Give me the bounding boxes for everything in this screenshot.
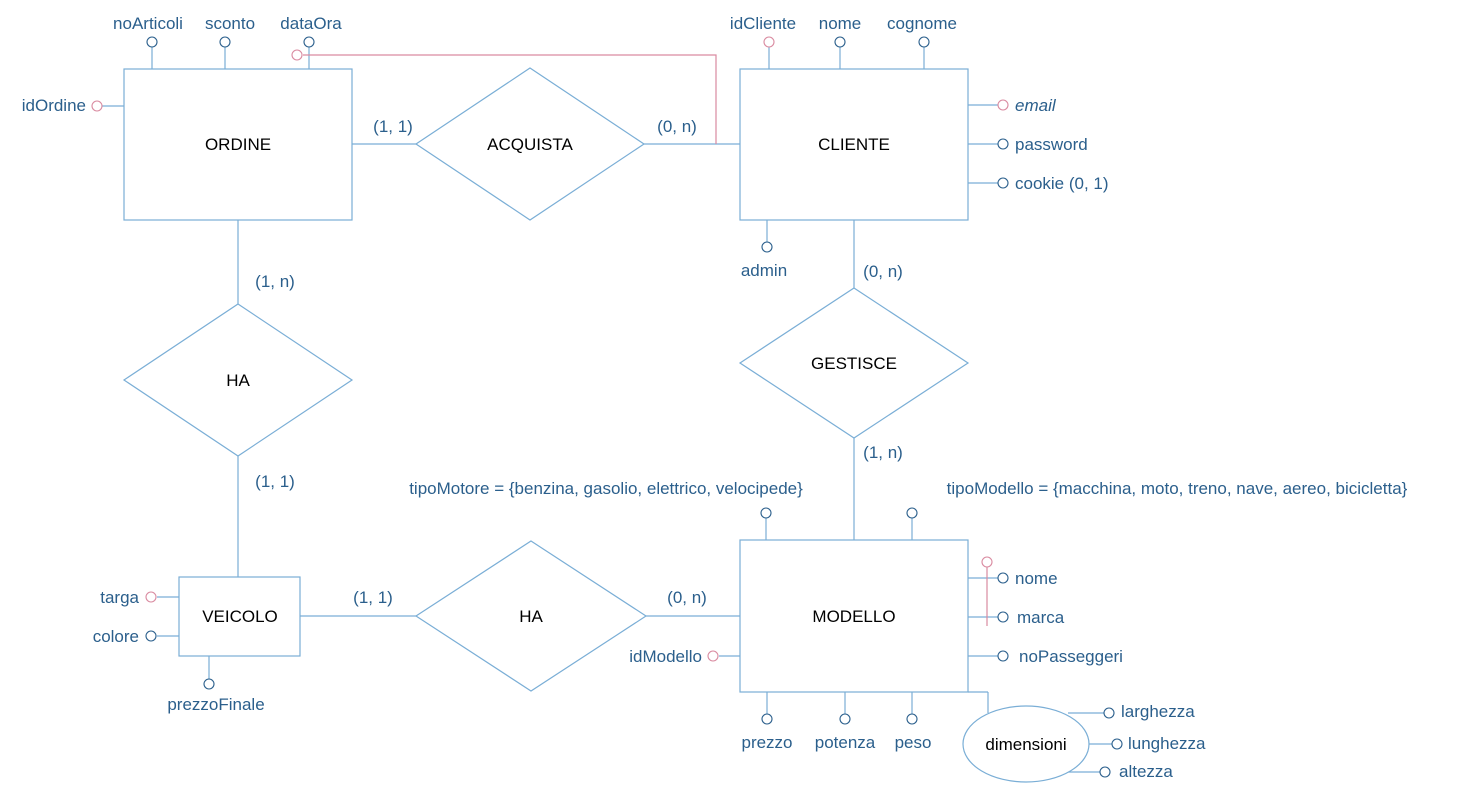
relationship-gestisce-label: GESTISCE — [811, 354, 897, 373]
relationship-acquista[interactable] — [414, 67, 646, 221]
attribute-password-circle[interactable] — [997, 138, 1009, 150]
attribute-nopasseggeri-circle[interactable] — [997, 650, 1009, 662]
attribute-tipomodello-circle[interactable] — [906, 507, 918, 519]
entity-ordine[interactable] — [123, 68, 353, 221]
attribute-peso-label: peso — [895, 733, 932, 752]
attribute-dataora-circle[interactable] — [303, 36, 315, 48]
entity-modello-label: MODELLO — [812, 607, 895, 626]
attribute-sconto-label: sconto — [205, 14, 255, 33]
cardinality-veicolo-ha-right: (1, 1) — [353, 588, 393, 607]
attribute-lunghezza-label: lunghezza — [1128, 734, 1206, 753]
relationship-gestisce[interactable] — [738, 287, 970, 439]
composite-dimensioni-label: dimensioni — [985, 735, 1066, 754]
relationship-ha-ordine-veicolo[interactable] — [122, 303, 354, 457]
entity-cliente[interactable] — [739, 68, 969, 221]
attribute-idordine-label: idOrdine — [22, 96, 86, 115]
attribute-idmodello-key-circle[interactable] — [707, 650, 719, 662]
attribute-noarticoli-circle[interactable] — [146, 36, 158, 48]
attribute-altezza-circle[interactable] — [1099, 766, 1111, 778]
attribute-potenza-label: potenza — [815, 733, 876, 752]
relationship-ha-label: HA — [226, 371, 250, 390]
connections — [102, 47, 1112, 773]
key-link-dataora-cliente — [303, 54, 717, 144]
entity-modello[interactable] — [739, 539, 969, 693]
entity-ordine-label: ORDINE — [205, 135, 271, 154]
attribute-dataora-key-circle[interactable] — [291, 49, 303, 61]
entity-veicolo-label: VEICOLO — [202, 607, 278, 626]
attribute-larghezza-circle[interactable] — [1103, 707, 1115, 719]
attribute-altezza-label: altezza — [1119, 762, 1173, 781]
attribute-prezzo-circle[interactable] — [761, 713, 773, 725]
relationship-ha-veicolo-modello[interactable] — [414, 540, 648, 692]
attribute-nome-modello-label: nome — [1015, 569, 1058, 588]
attribute-tipomodello-label: tipoModello = {macchina, moto, treno, na… — [947, 479, 1408, 498]
attribute-targa-key-circle[interactable] — [145, 591, 157, 603]
attribute-nome-cliente-circle[interactable] — [834, 36, 846, 48]
attribute-nopasseggeri-label: noPasseggeri — [1019, 647, 1123, 666]
attribute-larghezza-label: larghezza — [1121, 702, 1195, 721]
attribute-idcliente-label: idCliente — [730, 14, 796, 33]
cardinality-veicolo-ha-top: (1, 1) — [255, 472, 295, 491]
attribute-admin-circle[interactable] — [761, 241, 773, 253]
attribute-email-key-circle[interactable] — [997, 99, 1009, 111]
attribute-lunghezza-circle[interactable] — [1111, 738, 1123, 750]
attribute-cookie-circle[interactable] — [997, 177, 1009, 189]
attribute-tipomotore-circle[interactable] — [760, 507, 772, 519]
attribute-sconto-circle[interactable] — [219, 36, 231, 48]
relationship-ha-label-2: HA — [519, 607, 543, 626]
attribute-cookie-label: cookie (0, 1) — [1015, 174, 1109, 193]
cardinality-ordine-ha: (1, n) — [255, 272, 295, 291]
attribute-cognome-circle[interactable] — [918, 36, 930, 48]
attribute-idordine-key-circle[interactable] — [91, 100, 103, 112]
attribute-potenza-circle[interactable] — [839, 713, 851, 725]
attribute-idcliente-key-circle[interactable] — [763, 36, 775, 48]
cardinality-cliente-acquista: (0, n) — [657, 117, 697, 136]
attribute-dataora-label: dataOra — [280, 14, 342, 33]
attribute-prezzofinale-circle[interactable] — [203, 678, 215, 690]
attribute-marca-label: marca — [1017, 608, 1065, 627]
attribute-peso-circle[interactable] — [906, 713, 918, 725]
cardinality-cliente-gestisce: (0, n) — [863, 262, 903, 281]
cardinality-ordine-acquista: (1, 1) — [373, 117, 413, 136]
attribute-idmodello-label: idModello — [629, 647, 702, 666]
attribute-email-label: email — [1015, 96, 1057, 115]
attribute-marca-circle[interactable] — [997, 611, 1009, 623]
attribute-targa-label: targa — [100, 588, 139, 607]
attribute-password-label: password — [1015, 135, 1088, 154]
attribute-prezzo-label: prezzo — [741, 733, 792, 752]
attribute-prezzofinale-label: prezzoFinale — [167, 695, 264, 714]
entity-veicolo[interactable] — [178, 576, 301, 657]
attribute-cognome-label: cognome — [887, 14, 957, 33]
attribute-nome-modello-circle[interactable] — [997, 572, 1009, 584]
key-links — [303, 54, 988, 626]
attribute-tipomotore-label: tipoMotore = {benzina, gasolio, elettric… — [409, 479, 803, 498]
cardinality-modello-ha: (0, n) — [667, 588, 707, 607]
attribute-noarticoli-label: noArticoli — [113, 14, 183, 33]
attribute-nome-cliente-label: nome — [819, 14, 862, 33]
attribute-colore-label: colore — [93, 627, 139, 646]
attribute-admin-label: admin — [741, 261, 787, 280]
composite-attribute-dimensioni[interactable] — [962, 705, 1090, 783]
entity-cliente-label: CLIENTE — [818, 135, 890, 154]
attribute-nome-marca-key-circle[interactable] — [981, 556, 993, 568]
attribute-colore-circle[interactable] — [145, 630, 157, 642]
cardinality-modello-gestisce: (1, n) — [863, 443, 903, 462]
relationship-acquista-label: ACQUISTA — [487, 135, 573, 154]
